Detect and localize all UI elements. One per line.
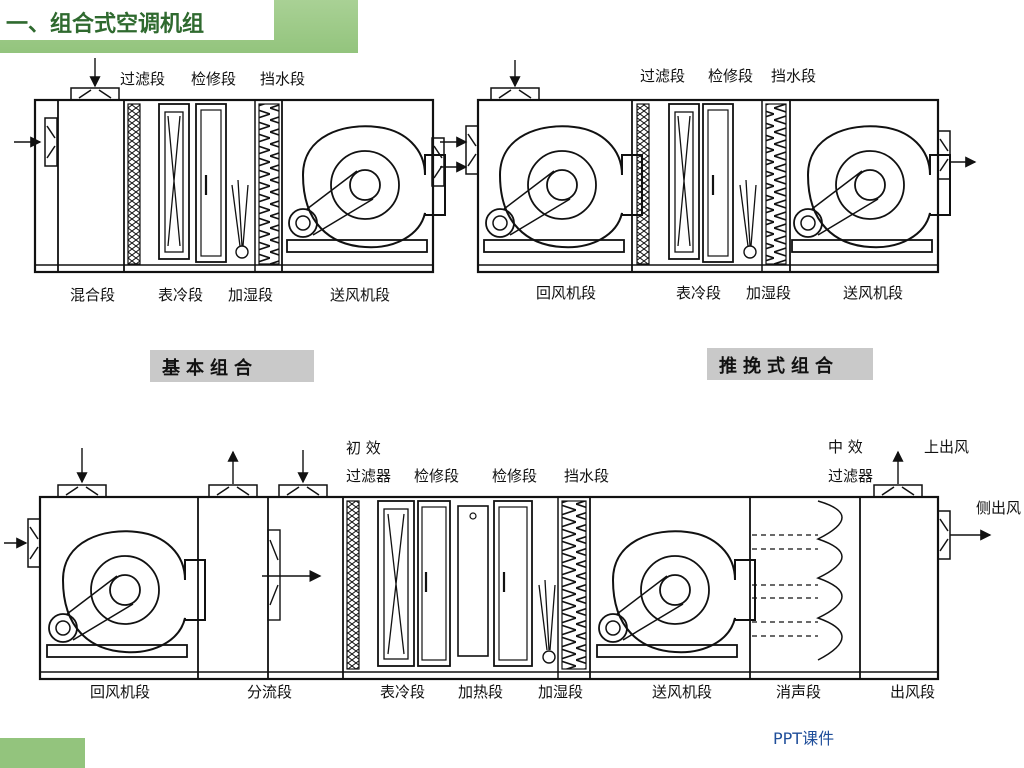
humidifier-icon — [739, 179, 757, 259]
label-supply-fan-section: 送风机段 — [330, 286, 390, 304]
label-humidify-section: 加湿段 — [538, 683, 583, 701]
diagram-push-pull: 过滤段 检修段 挡水段 回风机段 表冷段 加湿段 送风机段 推挽式组合 — [465, 60, 977, 380]
outlet-damper-icon — [937, 510, 951, 560]
label-medium-filter-1: 中 效 — [828, 438, 863, 456]
diverter-icon — [262, 529, 322, 621]
filter-icon — [346, 500, 360, 670]
access-door-icon — [195, 103, 227, 263]
eliminator-icon — [561, 500, 587, 670]
top-damper-icon — [490, 87, 540, 101]
footer-text: PPT课件 — [773, 729, 835, 748]
top-damper-icon — [208, 484, 258, 498]
cooling-coil-icon — [377, 500, 415, 667]
return-fan-icon — [483, 125, 643, 253]
access-door-icon — [417, 500, 451, 667]
caption-basic: 基本组合 — [161, 357, 258, 379]
eliminator-icon — [765, 103, 787, 265]
label-return-fan-section: 回风机段 — [536, 284, 596, 302]
label-cooling-section: 表冷段 — [676, 284, 721, 302]
label-diverter-section: 分流段 — [247, 683, 292, 701]
label-primary-filter-2: 过滤器 — [346, 467, 391, 485]
top-damper-icon — [57, 484, 107, 498]
return-fan-icon — [46, 530, 206, 658]
label-primary-filter-1: 初 效 — [346, 439, 381, 457]
diagram-basic: 过滤段 检修段 挡水段 混合段 表冷段 加湿段 送风机段 基本组合 — [14, 58, 468, 382]
label-heating-section: 加热段 — [458, 683, 503, 701]
label-cooling-section: 表冷段 — [158, 286, 203, 304]
supply-fan-icon — [596, 530, 756, 658]
label-side-outlet: 侧出风 — [976, 499, 1021, 517]
label-filter-section: 过滤段 — [120, 70, 165, 88]
label-medium-filter-2: 过滤器 — [828, 467, 873, 485]
label-outlet-section: 出风段 — [890, 683, 935, 701]
label-filter-section: 过滤段 — [640, 67, 685, 85]
label-supply-fan-section: 送风机段 — [843, 284, 903, 302]
eliminator-icon — [258, 103, 280, 265]
side-damper-icon — [465, 125, 479, 175]
caption-pill — [150, 350, 314, 382]
humidifier-icon — [231, 179, 249, 259]
label-inspection-section: 检修段 — [492, 467, 537, 485]
caption-pill — [707, 348, 873, 380]
label-silencer-section: 消声段 — [776, 683, 821, 701]
title-box: 一、组合式空调机组 — [0, 0, 274, 40]
label-supply-fan-section: 送风机段 — [652, 683, 712, 701]
label-mixing-section: 混合段 — [70, 286, 115, 304]
label-inspection-section: 检修段 — [414, 467, 459, 485]
cooling-coil-icon — [158, 103, 190, 260]
caption-push-pull: 推挽式组合 — [719, 355, 839, 377]
access-door-icon — [493, 500, 533, 667]
label-inspection-section: 检修段 — [191, 70, 236, 88]
supply-fan-icon — [286, 125, 446, 253]
access-door-icon — [702, 103, 734, 263]
top-damper-icon — [278, 484, 328, 498]
bottom-accent-bar — [0, 738, 85, 768]
label-mist-section: 挡水段 — [260, 70, 305, 88]
heating-coil-icon — [457, 505, 489, 657]
side-damper-icon — [44, 117, 58, 167]
top-damper-icon — [70, 87, 120, 101]
supply-fan-icon — [791, 125, 951, 253]
label-inspection-section: 检修段 — [708, 67, 753, 85]
label-humidify-section: 加湿段 — [228, 286, 273, 304]
unit-casing — [476, 98, 940, 274]
side-damper-icon — [27, 518, 41, 568]
label-top-outlet: 上出风 — [924, 438, 969, 456]
label-mist-section: 挡水段 — [771, 67, 816, 85]
filter-icon — [636, 103, 650, 265]
label-mist-section: 挡水段 — [564, 467, 609, 485]
top-damper-icon — [873, 484, 923, 498]
cooling-coil-icon — [668, 103, 700, 260]
label-humidify-section: 加湿段 — [746, 284, 791, 302]
filter-icon — [127, 103, 141, 265]
label-cooling-section: 表冷段 — [380, 683, 425, 701]
diagram-full: 初 效 过滤器 检修段 检修段 挡水段 中 效 过滤器 上出风 侧出风 回风机段… — [4, 438, 1021, 701]
humidifier-icon — [538, 579, 556, 664]
silencer-icon — [752, 500, 843, 661]
slide-title: 一、组合式空调机组 — [6, 12, 205, 37]
unit-casing — [38, 495, 940, 681]
label-return-fan-section: 回风机段 — [90, 683, 150, 701]
